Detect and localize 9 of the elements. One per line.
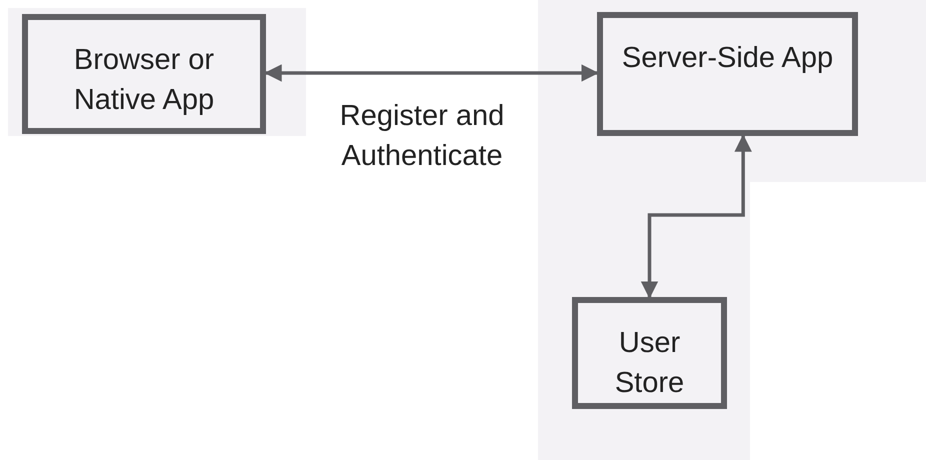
box-label: User Store	[614, 326, 686, 401]
box-label: Browser or Native App	[72, 43, 216, 118]
edge-label: Register and Authenticate	[338, 99, 506, 174]
arrow	[264, 64, 599, 82]
process-box	[572, 297, 727, 409]
arrow	[640, 134, 752, 299]
box-label: Server-Side App	[620, 41, 834, 76]
process-box	[597, 12, 858, 136]
process-box	[22, 14, 266, 134]
